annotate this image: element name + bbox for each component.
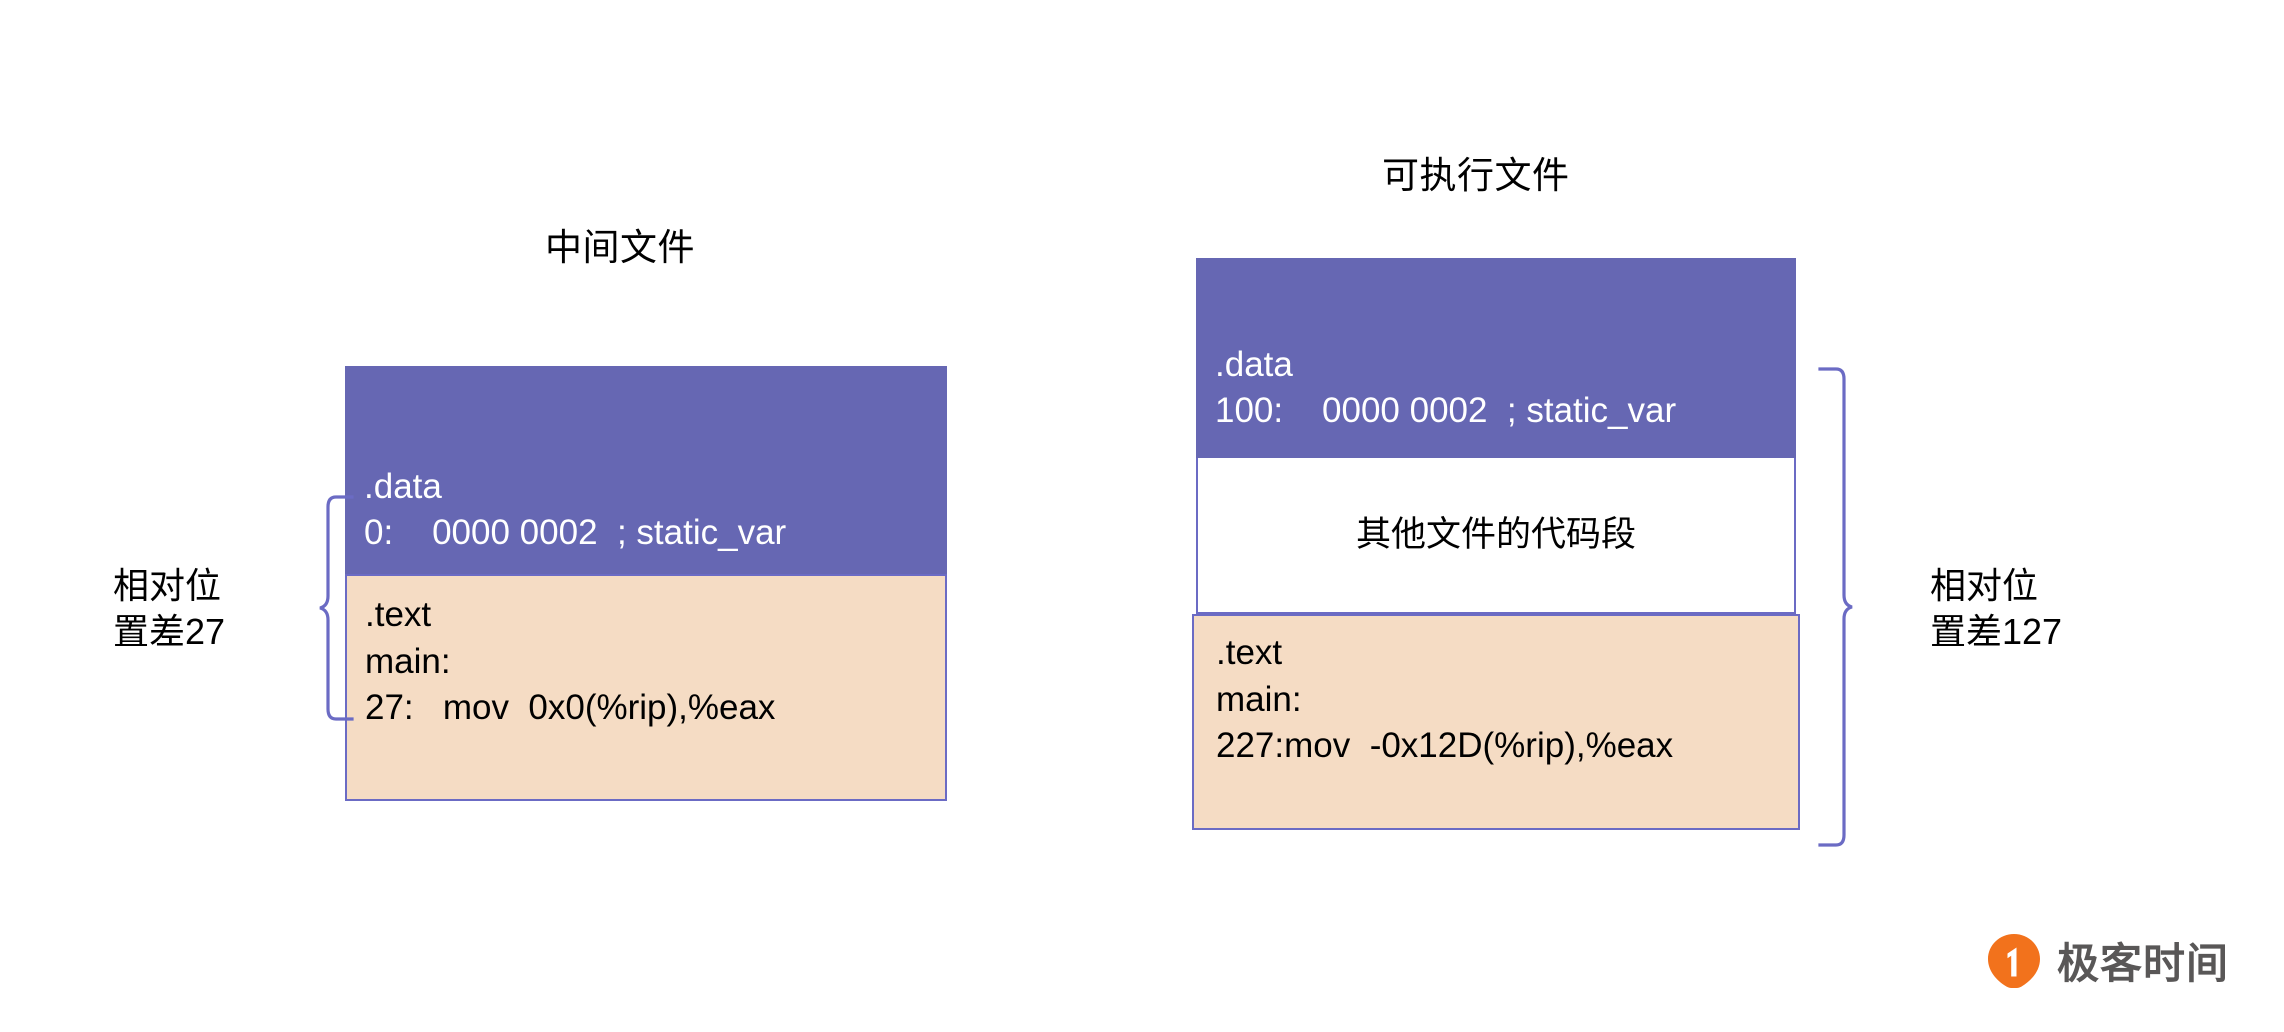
right-curly-brace-icon [1818, 367, 1853, 847]
intermediate-text-label: main: [365, 641, 451, 681]
geektime-logo-mark-icon [1988, 933, 2040, 988]
intermediate-data-section: .data 0: 0000 0002 ; static_var [345, 366, 947, 574]
executable-file-title: 可执行文件 [1382, 155, 1570, 196]
intermediate-file-title: 中间文件 [545, 227, 695, 268]
executable-data-section: .data 100: 0000 0002 ; static_var [1196, 258, 1796, 458]
geektime-logo: 极客时间 [1985, 930, 2229, 991]
executable-other-code-label: 其他文件的代码段 [1355, 515, 1636, 554]
executable-file-group: .data 100: 0000 0002 ; static_var 其他文件的代… [1192, 258, 1800, 873]
executable-other-code-section: 其他文件的代码段 [1196, 458, 1796, 614]
intermediate-data-line: 0: 0000 0002 ; static_var [364, 513, 787, 553]
intermediate-file-group: .data 0: 0000 0002 ; static_var .text ma… [345, 366, 947, 801]
intermediate-text-lines: .text main: 27: mov 0x0(%rip),%eax [365, 592, 775, 732]
relative-offset-label-right: 相对位 置差127 [1930, 565, 2063, 653]
executable-data-line: 100: 0000 0002 ; static_var [1215, 391, 1677, 431]
intermediate-data-header: .data [364, 466, 442, 506]
intermediate-text-instruction: 27: mov 0x0(%rip),%eax [365, 688, 776, 728]
relative-offset-label-left: 相对位 置差27 [113, 565, 226, 653]
executable-text-lines: .text main: 227:mov -0x12D(%rip),%eax [1216, 630, 1673, 770]
executable-data-lines: .data 100: 0000 0002 ; static_var [1215, 342, 1676, 435]
left-curly-brace-icon [319, 495, 354, 721]
intermediate-data-lines: .data 0: 0000 0002 ; static_var [364, 464, 786, 557]
executable-data-header: .data [1215, 344, 1293, 384]
executable-text-instruction: 227:mov -0x12D(%rip),%eax [1216, 726, 1674, 766]
intermediate-text-header: .text [365, 595, 432, 634]
executable-text-label: main: [1216, 679, 1302, 719]
geektime-logo-text: 极客时间 [2057, 940, 2230, 987]
executable-text-header: .text [1216, 633, 1283, 672]
executable-text-section: .text main: 227:mov -0x12D(%rip),%eax [1192, 614, 1800, 830]
intermediate-text-section: .text main: 27: mov 0x0(%rip),%eax [345, 574, 947, 801]
